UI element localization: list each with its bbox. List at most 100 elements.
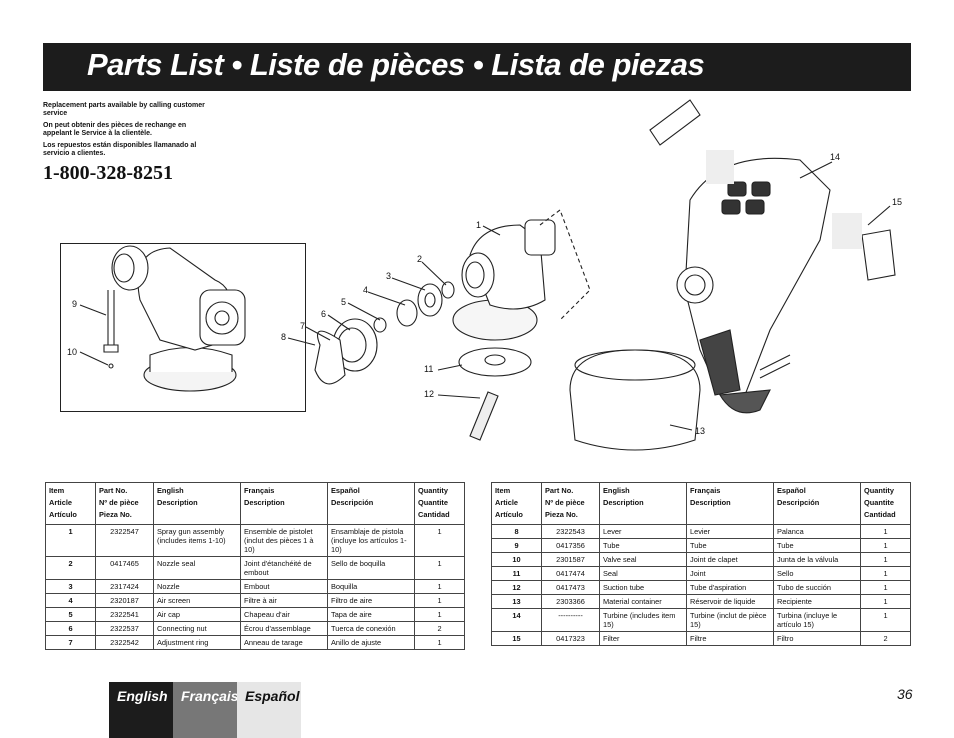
cell-french: Filtre à air — [240, 593, 328, 608]
cell-qty: 1 — [414, 593, 465, 608]
cell-partno: 2303366 — [541, 594, 600, 609]
cell-spanish: Sello — [773, 566, 861, 581]
cell-spanish: Junta de la válvula — [773, 552, 861, 567]
tab-francais[interactable]: Français — [173, 682, 239, 738]
language-tabs: English Français Español — [109, 682, 301, 738]
note-spanish: Los repuestos están disponibles llamanad… — [43, 142, 197, 157]
cell-item: 3 — [45, 579, 96, 594]
cell-item: 13 — [491, 594, 542, 609]
cell-french: Levier — [686, 524, 774, 539]
page-number: 36 — [897, 686, 913, 702]
cell-french: Ensemble de pistolet (inclut des pièces … — [240, 524, 328, 557]
cell-partno: 2301587 — [541, 552, 600, 567]
cell-spanish: Ensamblaje de pistola (incluye los artíc… — [327, 524, 415, 557]
cell-qty: 1 — [860, 594, 911, 609]
tab-english[interactable]: English — [109, 682, 173, 738]
callout-14: 14 — [830, 152, 841, 162]
callout-3: 3 — [386, 271, 392, 281]
callout-2: 2 — [417, 254, 423, 264]
cell-qty: 1 — [860, 566, 911, 581]
cell-spanish: Tapa de aire — [327, 607, 415, 622]
cell-partno: 2322541 — [95, 607, 154, 622]
cell-spanish: Filtro de aire — [327, 593, 415, 608]
cell-french: Chapeau d'air — [240, 607, 328, 622]
cell-english: Air screen — [153, 593, 241, 608]
cell-partno: 0417474 — [541, 566, 600, 581]
cell-partno: 2320187 — [95, 593, 154, 608]
callout-11: 11 — [424, 364, 434, 374]
cell-french: Joint — [686, 566, 774, 581]
cell-item: 6 — [45, 621, 96, 636]
cell-qty: 1 — [414, 524, 465, 557]
cell-item: 4 — [45, 593, 96, 608]
cell-partno: 0417323 — [541, 631, 600, 646]
parts-illustration — [79, 99, 896, 451]
cell-qty: 1 — [414, 556, 465, 580]
cell-spanish: Turbina (incluye le artículo 15) — [773, 608, 861, 632]
cell-partno: 2322542 — [95, 635, 154, 650]
cell-spanish: Tubo de succión — [773, 580, 861, 595]
cell-english: Nozzle seal — [153, 556, 241, 580]
callout-5: 5 — [341, 297, 347, 307]
tab-espanol[interactable]: Español — [237, 682, 301, 738]
cell-item: 9 — [491, 538, 542, 553]
callout-4: 4 — [363, 285, 369, 295]
cell-partno: ---------- — [541, 608, 600, 632]
cell-partno: 0417473 — [541, 580, 600, 595]
cell-french: Tube d'aspiration — [686, 580, 774, 595]
cell-english: Connecting nut — [153, 621, 241, 636]
cell-french: Écrou d'assemblage — [240, 621, 328, 636]
callout-9: 9 — [72, 299, 78, 309]
cell-french: Anneau de tarage — [240, 635, 328, 650]
cell-english: Turbine (includes item 15) — [599, 608, 687, 632]
cell-item: 1 — [45, 524, 96, 557]
cell-qty: 1 — [860, 538, 911, 553]
cell-qty: 1 — [414, 607, 465, 622]
cell-partno: 2322537 — [95, 621, 154, 636]
callout-6: 6 — [321, 309, 327, 319]
cell-french: Turbine (inclut de pièce 15) — [686, 608, 774, 632]
cell-spanish: Sello de boquilla — [327, 556, 415, 580]
cell-french: Joint d'étanchéité de embout — [240, 556, 328, 580]
cell-partno: 0417465 — [95, 556, 154, 580]
cell-french: Joint de clapet — [686, 552, 774, 567]
cell-spanish: Tube — [773, 538, 861, 553]
callout-15: 15 — [892, 197, 903, 207]
cell-spanish: Filtro — [773, 631, 861, 646]
callout-8: 8 — [281, 332, 287, 342]
cell-partno: 2317424 — [95, 579, 154, 594]
cell-english: Air cap — [153, 607, 241, 622]
cell-qty: 1 — [860, 552, 911, 567]
cell-qty: 1 — [860, 608, 911, 632]
inset-box — [60, 243, 306, 412]
cell-item: 15 — [491, 631, 542, 646]
phone-number: 1-800-328-8251 — [43, 162, 173, 184]
note-french: On peut obtenir des pièces de rechange e… — [43, 122, 187, 137]
cell-french: Filtre — [686, 631, 774, 646]
cell-qty: 1 — [414, 635, 465, 650]
cell-partno: 0417356 — [541, 538, 600, 553]
cell-item: 7 — [45, 635, 96, 650]
cell-partno: 2322547 — [95, 524, 154, 557]
cell-qty: 2 — [860, 631, 911, 646]
cell-item: 11 — [491, 566, 542, 581]
cell-item: 8 — [491, 524, 542, 539]
